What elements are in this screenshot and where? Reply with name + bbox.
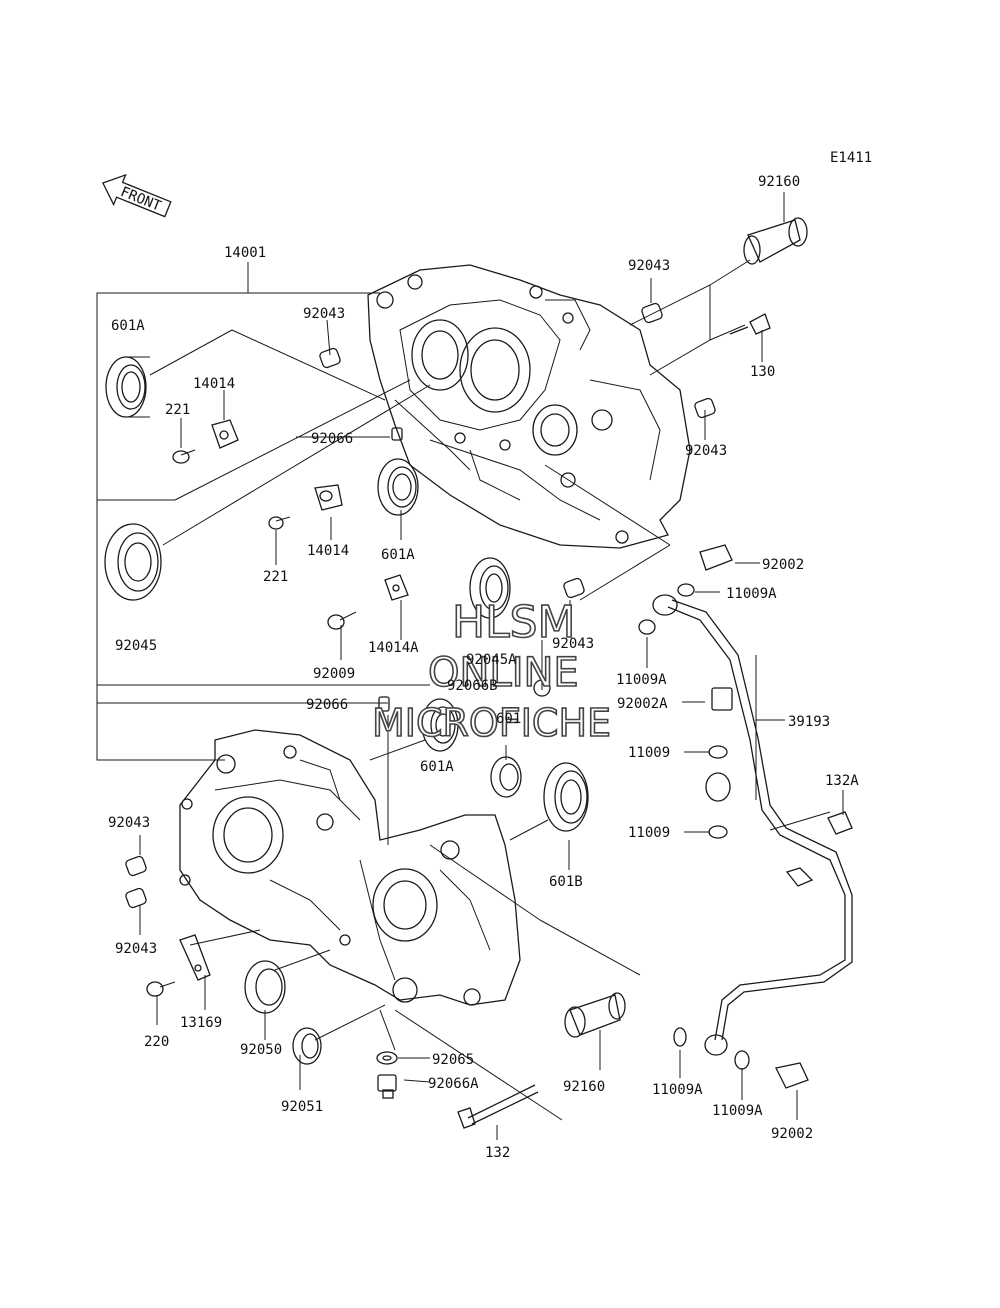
leader-lines <box>96 192 844 1140</box>
label-220: 220 <box>144 1034 169 1050</box>
bolt-130 <box>729 313 771 335</box>
washer-92065 <box>376 1051 398 1065</box>
watermark-line1: HLSM <box>452 597 576 648</box>
label-92066A: 92066A <box>428 1076 479 1092</box>
screw-92009 <box>327 611 357 630</box>
stopper-14014-top <box>211 419 239 449</box>
bearing-92045 <box>104 523 162 601</box>
label-14014-mid: 14014 <box>307 543 349 559</box>
label-601B: 601B <box>549 874 583 890</box>
label-11009A-4: 11009A <box>712 1103 763 1119</box>
label-92043-left2: 92043 <box>115 941 157 957</box>
label-92043-center: 92043 <box>552 636 594 652</box>
label-11009A-3: 11009A <box>652 1082 703 1098</box>
bearing-92045A <box>469 557 511 619</box>
label-130: 130 <box>750 364 775 380</box>
label-92160-top: 92160 <box>758 174 800 190</box>
label-92045A: 92045A <box>466 652 517 668</box>
label-92002-bottom: 92002 <box>771 1126 813 1142</box>
label-132A: 132A <box>825 773 859 789</box>
seal-92051 <box>292 1027 322 1065</box>
label-92002-top: 92002 <box>762 557 804 573</box>
screw-220 <box>146 981 176 997</box>
label-92051: 92051 <box>281 1099 323 1115</box>
label-92066B: 92066B <box>447 678 498 694</box>
label-92066-bottom: 92066 <box>306 697 348 713</box>
label-601A-low: 601A <box>420 759 454 775</box>
label-92066-top: 92066 <box>311 431 353 447</box>
upper-crankcase <box>367 264 691 549</box>
label-92043-left1: 92043 <box>108 815 150 831</box>
label-92045: 92045 <box>115 638 157 654</box>
label-11009A-2: 11009A <box>616 672 667 688</box>
label-601A-mid: 601A <box>381 547 415 563</box>
label-92160-bottom: 92160 <box>563 1079 605 1095</box>
bushing-92160-top <box>743 217 808 265</box>
watermark-line3: MICROFICHE <box>372 701 611 745</box>
dowel-pins <box>125 302 716 909</box>
label-601: 601 <box>496 711 521 727</box>
bearing-601 <box>490 756 522 798</box>
label-11009-1: 11009 <box>628 745 670 761</box>
label-92050: 92050 <box>240 1042 282 1058</box>
seal-92050 <box>244 960 286 1014</box>
stopper-14014A <box>384 574 409 601</box>
label-221-top: 221 <box>165 402 190 418</box>
oil-pipe-39193 <box>652 594 853 1056</box>
watermark-line2: ONLINE <box>428 650 579 696</box>
bolt-132 <box>457 1084 539 1129</box>
lower-crankcase <box>179 729 521 1006</box>
bearing-601A-low <box>421 698 459 752</box>
label-221-mid: 221 <box>263 569 288 585</box>
bearing-601B <box>543 762 589 832</box>
label-14014A: 14014A <box>368 640 419 656</box>
label-11009A-1: 11009A <box>726 586 777 602</box>
front-arrow-icon: FRONT <box>102 173 172 218</box>
screw-221-top <box>172 449 196 464</box>
front-label: FRONT <box>118 184 164 215</box>
label-14014-top: 14014 <box>193 376 235 392</box>
label-11009-2: 11009 <box>628 825 670 841</box>
label-92043-right: 92043 <box>685 443 727 459</box>
screw-221-mid <box>268 516 291 530</box>
label-132: 132 <box>485 1145 510 1161</box>
label-39193: 39193 <box>788 714 830 730</box>
label-92043-top-right: 92043 <box>628 258 670 274</box>
bushing-92160-bottom <box>564 992 626 1038</box>
label-14001: 14001 <box>224 245 266 261</box>
stopper-14014-mid <box>314 484 343 511</box>
plate-13169 <box>179 934 211 981</box>
bearing-601A-top <box>105 356 150 418</box>
pipe-fittings <box>638 544 853 1089</box>
part-labels: 14001 601A 14014 221 92066 92043 92043 9… <box>108 174 859 1161</box>
label-601A-top: 601A <box>111 318 145 334</box>
label-13169: 13169 <box>180 1015 222 1031</box>
label-92002A: 92002A <box>617 696 668 712</box>
watermark: HLSM ONLINE MICROFICHE <box>371 596 612 746</box>
label-92009: 92009 <box>313 666 355 682</box>
plug-92066A <box>377 1074 397 1099</box>
bearing-601A-mid <box>377 458 419 516</box>
diagram-code: E1411 <box>830 150 872 166</box>
label-92043-upper-mid: 92043 <box>303 306 345 322</box>
label-92065: 92065 <box>432 1052 474 1068</box>
